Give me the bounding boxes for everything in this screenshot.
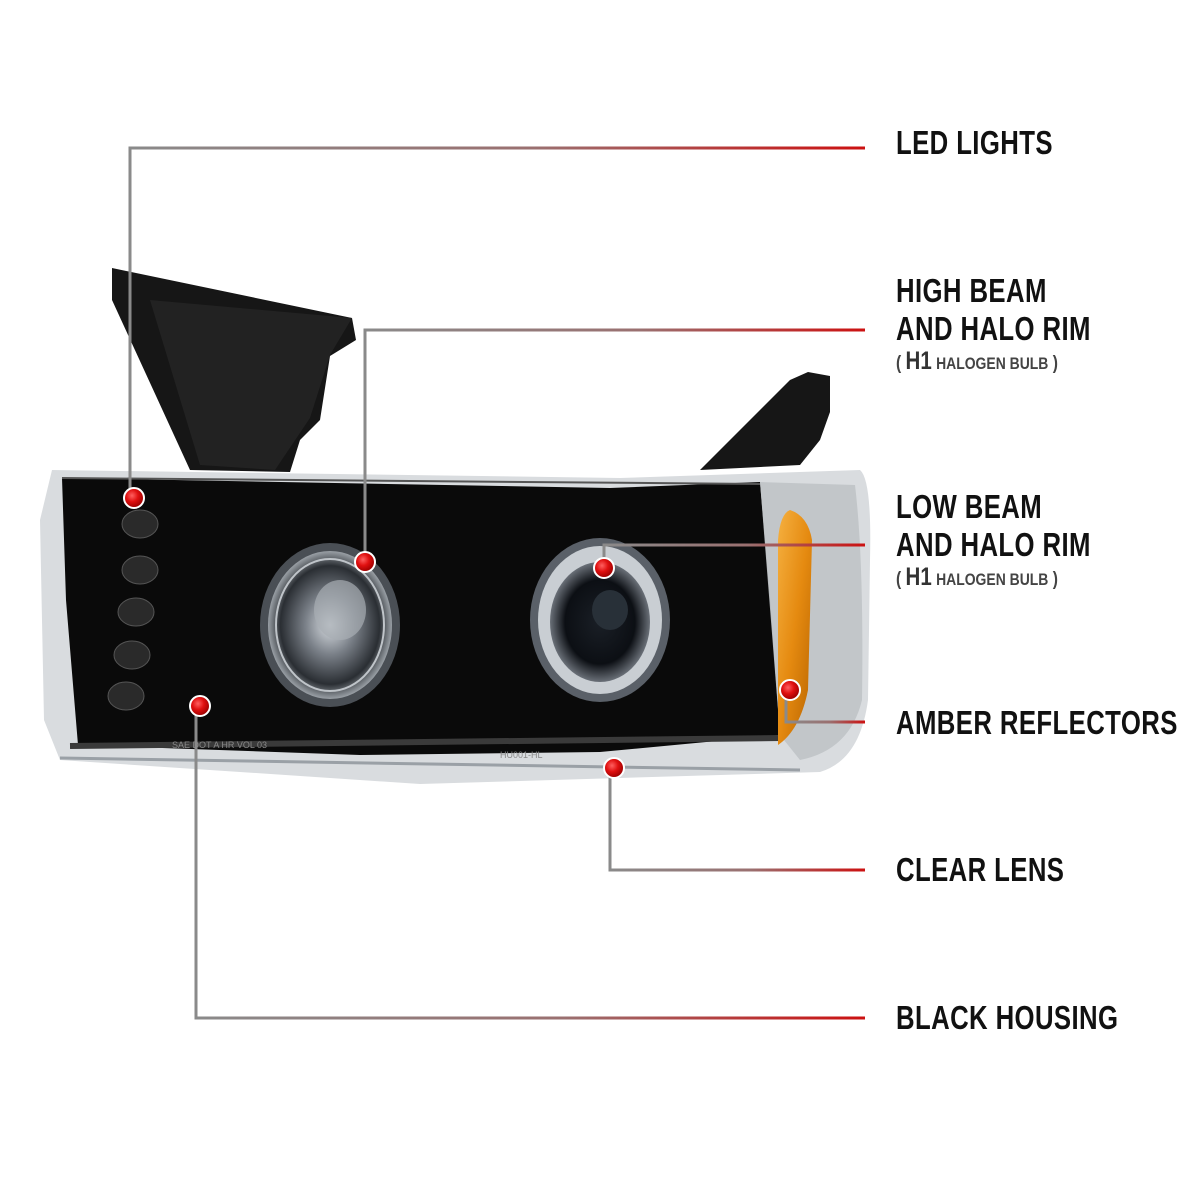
- label-led-lights: LED LIGHTS: [896, 124, 1053, 161]
- marker-dot-black-housing: [189, 695, 211, 717]
- leader-high-beam: [363, 328, 865, 562]
- bulb-paren-open: (: [896, 353, 902, 374]
- bulb-paren-close: ): [1052, 569, 1058, 590]
- low-beam-projector: [530, 538, 670, 702]
- black-housing-body: [62, 478, 780, 755]
- bulb-paren-close: ): [1052, 353, 1058, 374]
- label-clear-lens: CLEAR LENS: [896, 851, 1065, 888]
- label-low-beam-bulb: ( H1 HALOGEN BULB ): [896, 563, 1058, 591]
- lens-marking-sae: SAE DOT A HR VOL 03: [172, 740, 267, 750]
- marker-dot-clear-lens: [603, 757, 625, 779]
- mounting-bracket-right: [700, 372, 830, 470]
- marker-dot-led-lights: [123, 487, 145, 509]
- leader-led-lights: [128, 146, 865, 498]
- label-low-beam-line1: LOW BEAM: [896, 488, 1043, 525]
- bracket-left-ridge: [150, 300, 352, 470]
- bulb-paren-open: (: [896, 569, 902, 590]
- label-high-beam-line2: AND HALO RIM: [896, 310, 1091, 347]
- leader-black-housing: [194, 708, 865, 1020]
- label-low-beam-line2: AND HALO RIM: [896, 526, 1091, 563]
- bulb-code: H1: [905, 563, 932, 591]
- label-black-housing: BLACK HOUSING: [896, 999, 1119, 1036]
- marker-dot-high-beam: [354, 551, 376, 573]
- led-column: [107, 509, 159, 711]
- high-beam-projector: [260, 543, 400, 707]
- marker-dots: [123, 487, 801, 779]
- leader-amber-reflectors: [784, 690, 865, 724]
- bulb-type: HALOGEN BULB: [936, 354, 1049, 373]
- bulb-type: HALOGEN BULB: [936, 570, 1049, 589]
- label-amber-reflectors: AMBER REFLECTORS: [896, 704, 1178, 741]
- lens-marking-code: HU001-HL: [500, 750, 543, 760]
- label-high-beam-line1: HIGH BEAM: [896, 272, 1047, 309]
- label-high-beam-bulb: ( H1 HALOGEN BULB ): [896, 347, 1058, 375]
- leader-clear-lens: [608, 768, 865, 872]
- marker-dot-low-beam: [593, 557, 615, 579]
- bulb-code: H1: [905, 347, 932, 375]
- marker-dot-amber-reflectors: [779, 679, 801, 701]
